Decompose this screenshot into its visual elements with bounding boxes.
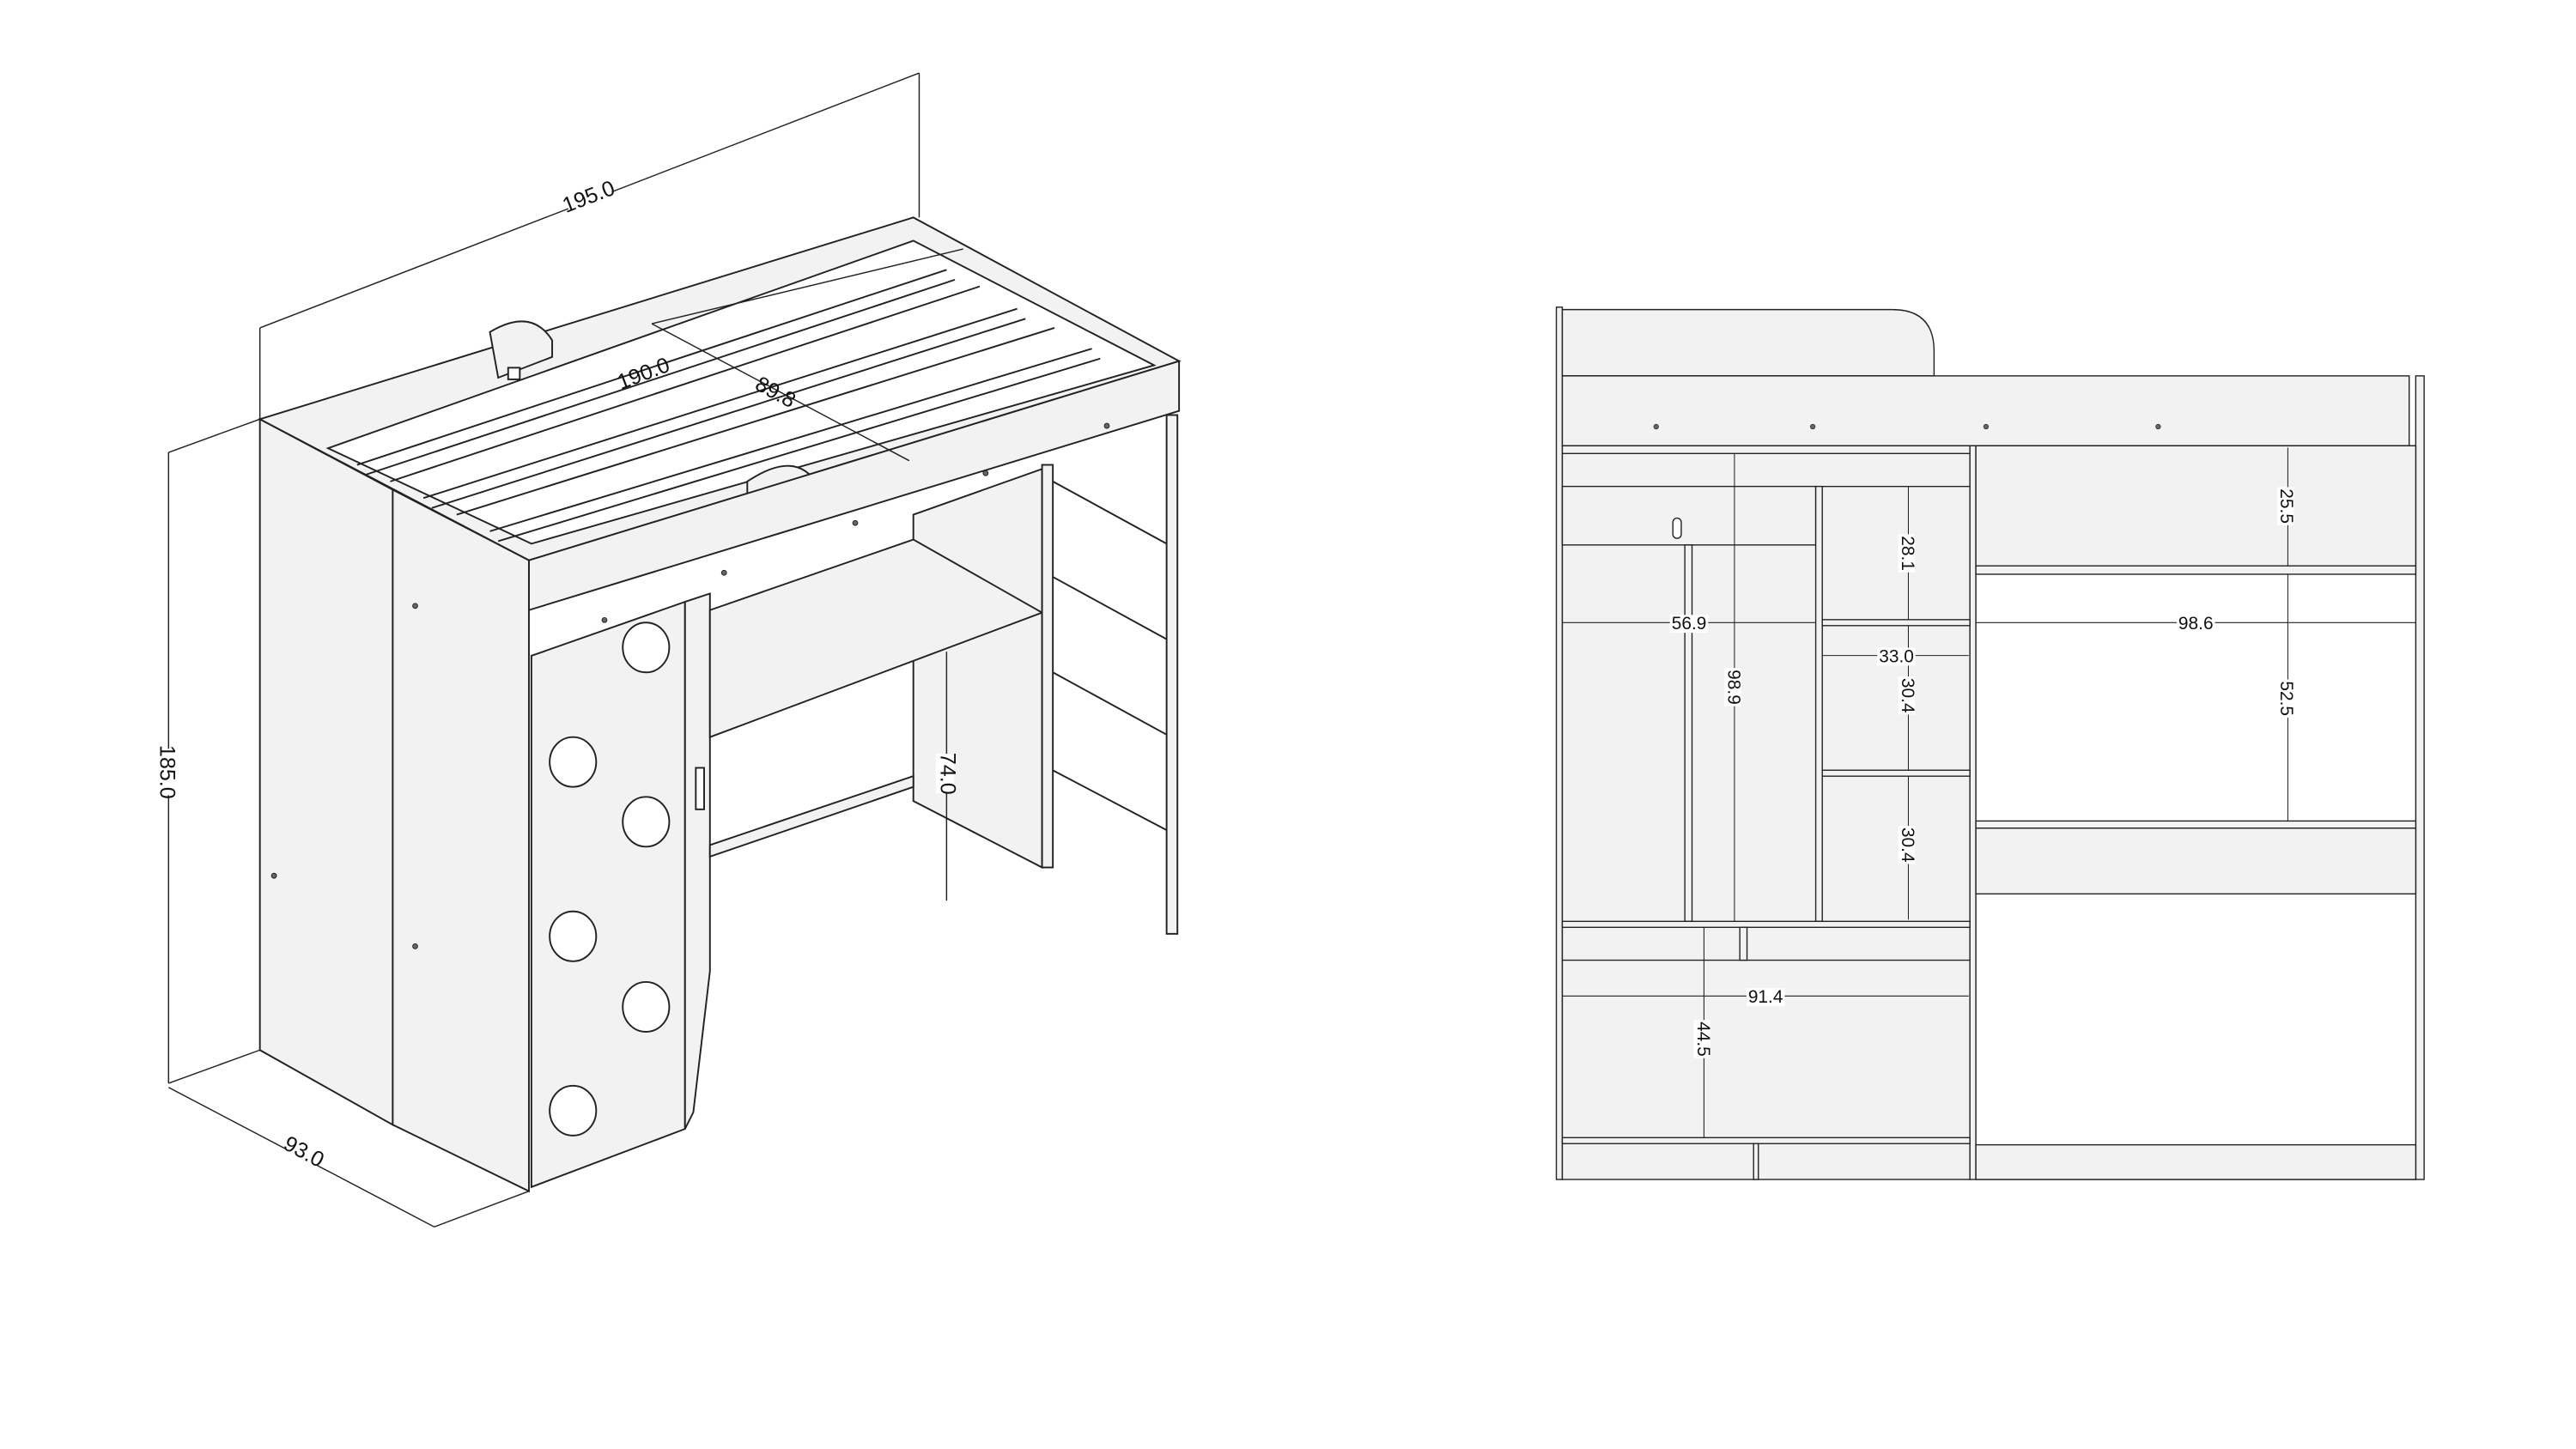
ladder[interactable] [1041, 414, 1179, 935]
bottom-shelf [1561, 920, 1971, 928]
svg-text:195.0: 195.0 [559, 176, 618, 218]
svg-text:33.0: 33.0 [1879, 646, 1914, 666]
desk-apron [1975, 828, 2417, 895]
dim-56-9: 56.9 [1669, 614, 1709, 634]
svg-text:98.6: 98.6 [2178, 614, 2214, 634]
svg-text:98.9: 98.9 [1723, 670, 1743, 705]
shelf-1 [1821, 619, 1971, 627]
svg-text:74.0: 74.0 [936, 753, 960, 795]
isometric-view: 195.0 185.0 93.0 190.0 89.8 74.0 [155, 72, 1182, 1228]
desk-top [1975, 820, 2417, 829]
svg-text:91.4: 91.4 [1748, 987, 1783, 1007]
overall-height-label: 185.0 [155, 745, 179, 799]
overall-length-label: 195.0 [559, 176, 618, 218]
shelf-2 [1821, 769, 1971, 777]
svg-text:93.0: 93.0 [280, 1131, 328, 1173]
svg-text:30.4: 30.4 [1898, 678, 1917, 713]
svg-text:185.0: 185.0 [155, 745, 179, 799]
desk-footrest [708, 774, 914, 858]
door-handle[interactable] [695, 767, 705, 810]
left-post [1555, 306, 1564, 1180]
shelf-bracket-oval [1672, 517, 1682, 539]
dim-33-0: 33.0 [1877, 646, 1916, 666]
portholes [549, 621, 671, 1137]
rail-dots [1653, 423, 2161, 430]
cabinet-door[interactable] [683, 592, 711, 1130]
dim-25-5: 25.5 [2276, 487, 2296, 525]
svg-text:56.9: 56.9 [1672, 614, 1707, 634]
wardrobe-divider [1814, 485, 1823, 923]
svg-text:25.5: 25.5 [2276, 488, 2296, 524]
dim-98-6: 98.6 [2176, 614, 2215, 634]
left-end-panel [258, 417, 394, 1126]
svg-text:44.5: 44.5 [1693, 1022, 1713, 1057]
hanging-rod [1684, 544, 1693, 923]
dim-30-4-lower: 30.4 [1898, 825, 1917, 864]
svg-text:52.5: 52.5 [2276, 681, 2296, 716]
dim-28-1: 28.1 [1898, 534, 1917, 573]
bed-slats [356, 269, 1101, 543]
plinth [1561, 1137, 1971, 1144]
dim-52-5: 52.5 [2276, 679, 2296, 718]
front-view: 25.5 52.5 98.6 56.9 98.9 28.1 33.0 30.4 … [1555, 306, 2425, 1180]
headboard-bracket [507, 367, 521, 380]
upper-compartment [1975, 445, 2417, 567]
headboard [1561, 308, 1935, 377]
dim-98-9: 98.9 [1723, 668, 1743, 706]
desk-height-label: 74.0 [936, 753, 960, 795]
right-post [2415, 375, 2425, 1180]
upper-shelf [1975, 565, 2417, 575]
dim-44-5: 44.5 [1693, 1020, 1713, 1058]
wardrobe-side-panel [392, 488, 530, 1193]
top-rail [1561, 375, 2410, 447]
extension-lines [168, 73, 920, 1228]
bottom-rail [1975, 1143, 2417, 1180]
center-divider [1969, 445, 1977, 1180]
headboard [489, 320, 554, 379]
dim-30-4-middle: 30.4 [1898, 676, 1917, 715]
wardrobe-top-shelf [1561, 485, 1817, 546]
fixing-dots [270, 422, 1110, 949]
overall-depth-label: 93.0 [280, 1131, 328, 1173]
svg-text:28.1: 28.1 [1898, 536, 1917, 571]
dim-91-4: 91.4 [1746, 987, 1785, 1007]
desk-side-panel [912, 467, 1043, 870]
svg-text:30.4: 30.4 [1898, 828, 1917, 863]
